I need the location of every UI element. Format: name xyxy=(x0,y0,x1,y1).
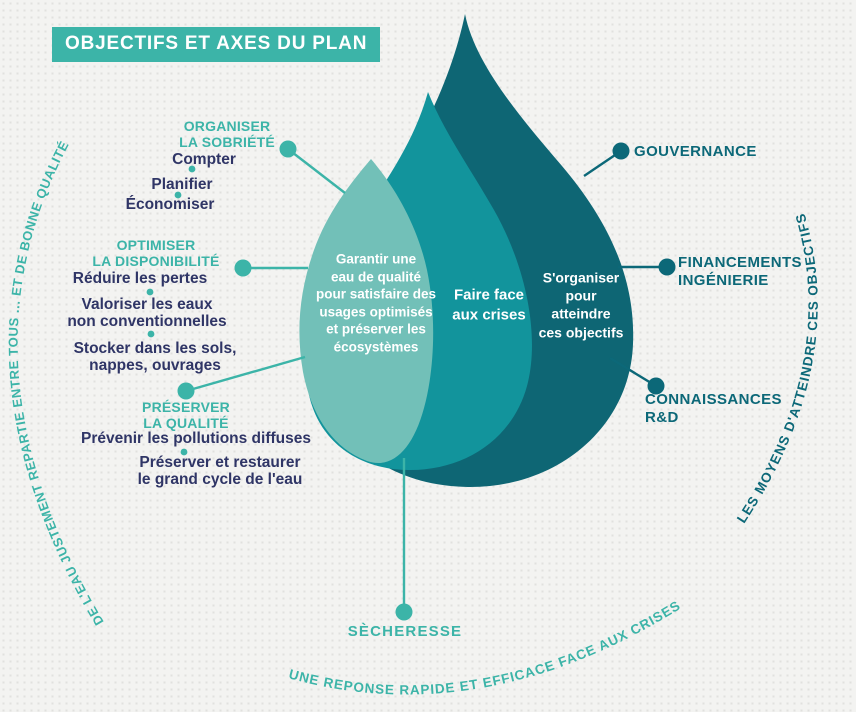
group-heading-optimiser: OPTIMISER LA DISPONIBILITÉ xyxy=(92,237,220,269)
label-financements-ingenierie: FINANCEMENTS INGÉNIERIE xyxy=(678,254,802,289)
optimiser-dot xyxy=(234,259,252,277)
item-separator-dot xyxy=(146,288,154,296)
page-title: OBJECTIFS ET AXES DU PLAN xyxy=(52,27,381,62)
item-reduire-pertes: Réduire les pertes xyxy=(72,270,208,287)
gouvernance-dot xyxy=(612,142,630,160)
item-separator-dot xyxy=(180,448,188,456)
drop-text-quality: Garantir une eau de qualité pour satisfa… xyxy=(315,251,437,355)
organiser-dot xyxy=(279,140,297,158)
drop-text-crises: Faire face aux crises xyxy=(452,286,526,324)
label-connaissances-rd: CONNAISSANCES R&D xyxy=(645,391,782,426)
left-arc-caption: DE L'EAU JUSTEMENT REPARTIE ENTRE TOUS .… xyxy=(6,138,107,628)
bottom-arc-text: UNE REPONSE RAPIDE ET EFFICACE FACE AUX … xyxy=(287,598,682,698)
connector-preserver xyxy=(185,355,306,393)
item-separator-dot xyxy=(188,165,196,173)
drop-layer-quality xyxy=(299,159,434,464)
item-prevenir-pollutions: Prévenir les pollutions diffuses xyxy=(81,430,311,447)
item-compter: Compter xyxy=(172,151,236,168)
item-valoriser-eaux: Valoriser les eaux non conventionnelles xyxy=(67,296,227,331)
financements-dot xyxy=(658,258,676,276)
bottom-arc-caption: UNE REPONSE RAPIDE ET EFFICACE FACE AUX … xyxy=(287,598,683,698)
label-gouvernance: GOUVERNANCE xyxy=(634,143,757,160)
group-heading-organiser: ORGANISER LA SOBRIÉTÉ xyxy=(179,118,275,150)
item-economiser: Économiser xyxy=(125,196,215,213)
connector-connaissances xyxy=(609,356,657,388)
secheresse-dot xyxy=(395,603,413,621)
left-arc-text: DE L'EAU JUSTEMENT REPARTIE ENTRE TOUS .… xyxy=(6,138,106,628)
label-secheresse: SÈCHERESSE xyxy=(347,623,463,640)
drop-text-organisation: S'organiser pour atteindre ces objectifs xyxy=(538,269,624,341)
connaissances-dot xyxy=(647,377,665,395)
group-heading-preserver: PRÉSERVER LA QUALITÉ xyxy=(142,399,230,431)
item-separator-dot xyxy=(147,330,155,338)
item-preserver-cycle: Préserver et restaurer le grand cycle de… xyxy=(137,454,303,489)
item-stocker-sols: Stocker dans les sols, nappes, ouvrages xyxy=(73,340,237,375)
connector-organiser xyxy=(287,148,346,194)
preserver-dot xyxy=(177,382,195,400)
item-planifier: Planifier xyxy=(151,176,213,193)
item-separator-dot xyxy=(174,191,182,199)
